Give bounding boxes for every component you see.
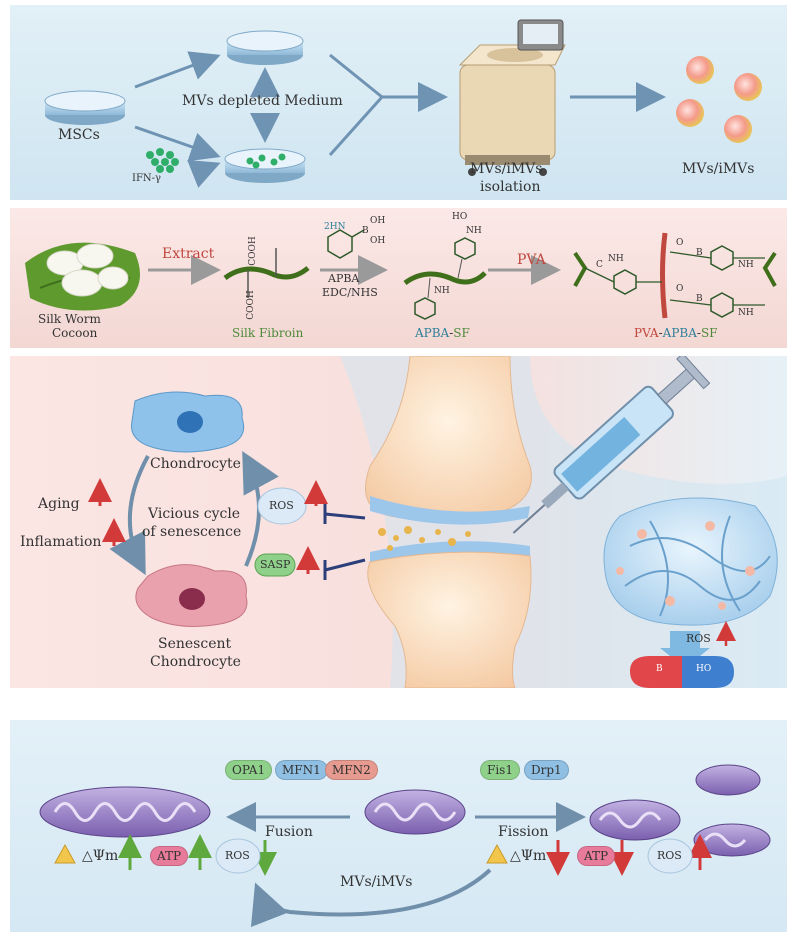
reagent-edc-label: EDC/NHS bbox=[322, 286, 378, 299]
o-label-product-1: O bbox=[676, 238, 684, 248]
h2n-label: 2HN bbox=[324, 222, 346, 232]
fragmented-mitochondria-icon bbox=[589, 764, 771, 857]
ros-bubble-icon bbox=[257, 487, 307, 525]
boron-label-apba: B bbox=[362, 226, 369, 236]
atp-badge-right: ATP bbox=[577, 846, 616, 866]
panel-joint-senescence: Chondrocyte Senescent Chondrocyte Viciou… bbox=[10, 356, 787, 688]
c-label-left: C bbox=[596, 260, 603, 270]
nh-label-product-right-bottom: NH bbox=[738, 308, 754, 318]
panel3-graphics bbox=[88, 356, 787, 688]
oh-label-apba-1: OH bbox=[370, 216, 386, 226]
inhibition-lines bbox=[323, 504, 366, 580]
ifn-gamma-icon bbox=[146, 148, 179, 173]
atp-badge-left: ATP bbox=[150, 846, 189, 866]
panel-mv-isolation: MSCs IFN-γ MVs depleted Medium MVs/iMVs … bbox=[10, 5, 787, 200]
senescent-chondrocyte-icon bbox=[135, 564, 248, 627]
panel2-graphics bbox=[25, 229, 777, 320]
isolation-label-line1: MVs/iMVs bbox=[470, 161, 543, 177]
msc-dish-icon bbox=[44, 90, 126, 125]
fusion-label: Fusion bbox=[265, 824, 313, 840]
pva-apba-sf-label: PVA-APBA-SF bbox=[634, 326, 718, 340]
ifn-dish-icon bbox=[224, 148, 306, 183]
fission-protein-pill: Fis1 bbox=[480, 760, 520, 780]
hydrogel-ros-label: ROS bbox=[686, 632, 711, 645]
silk-fibroin-label: Silk Fibroin bbox=[232, 326, 304, 340]
silk-cocoon-icon bbox=[25, 242, 140, 311]
mitochondrion-icon bbox=[364, 789, 466, 835]
boron-label-product-top: B bbox=[696, 248, 703, 258]
fused-mitochondrion-icon bbox=[39, 786, 211, 838]
panel1-graphics bbox=[44, 19, 762, 188]
o-label-product-2: O bbox=[676, 284, 684, 294]
treatment-label: MVs/iMVs bbox=[340, 874, 413, 890]
ho-label-sf: HO bbox=[452, 212, 468, 222]
ho-label-pill: HO bbox=[696, 664, 712, 674]
delta-psi-label-left: △Ψm bbox=[82, 848, 119, 864]
medium-dish-icon bbox=[226, 30, 304, 65]
cocoon-label-line1: Silk Worm bbox=[38, 312, 101, 326]
cycle-label-line2: of senescence bbox=[142, 524, 242, 540]
pva-apba-sf-structure-icon bbox=[573, 232, 777, 319]
delta-psi-label-right: △Ψm bbox=[510, 848, 547, 864]
fusion-protein-pill: MFN1 bbox=[275, 760, 328, 780]
apba-sf-label: APBA-SF bbox=[415, 326, 470, 340]
senescent-label-line1: Senescent bbox=[158, 636, 232, 652]
knee-joint-icon bbox=[365, 356, 532, 688]
panel1-arrows bbox=[134, 51, 666, 188]
silk-fibroin-structure-icon bbox=[223, 248, 310, 298]
fission-protein-pill: Drp1 bbox=[524, 760, 569, 780]
cooh-label-bottom: COOH bbox=[245, 290, 256, 320]
senescent-label-line2: Chondrocyte bbox=[150, 654, 241, 670]
msc-label: MSCs bbox=[58, 127, 100, 143]
oh-label-apba-2: OH bbox=[370, 236, 386, 246]
panel-mitochondria: OPA1 MFN1 MFN2 Fis1 Drp1 Fusion Fission … bbox=[10, 720, 787, 932]
fusion-protein-pill: OPA1 bbox=[225, 760, 273, 780]
centrifuge-icon bbox=[458, 19, 566, 176]
nh-label-product-right-top: NH bbox=[738, 260, 754, 270]
sasp-badge-icon bbox=[254, 553, 296, 577]
cocoon-label-line2: Cocoon bbox=[52, 326, 98, 340]
boron-label-pill: B bbox=[656, 664, 663, 674]
nh-label-sf-top: NH bbox=[466, 226, 482, 236]
inflammation-label: Inflamation bbox=[20, 534, 102, 550]
cycle-label-line1: Vicious cycle bbox=[148, 506, 241, 522]
aging-label: Aging bbox=[38, 496, 80, 512]
cooh-label-top: COOH bbox=[247, 236, 258, 266]
hydrogel-network-icon bbox=[603, 497, 778, 626]
panel4-graphics bbox=[39, 764, 771, 928]
pva-arrow-label: PVA bbox=[517, 252, 546, 268]
apba-sf-structure-icon bbox=[403, 237, 487, 320]
medium-label: MVs depleted Medium bbox=[182, 93, 343, 109]
mv-particles-icon bbox=[676, 56, 762, 143]
product-label: MVs/iMVs bbox=[682, 161, 755, 177]
ros-label-right: ROS bbox=[657, 849, 682, 862]
boronate-ester-icon bbox=[630, 656, 734, 688]
ros-label-left: ROS bbox=[225, 849, 250, 862]
isolation-label-line2: isolation bbox=[480, 179, 541, 195]
sasp-label: SASP bbox=[260, 558, 291, 571]
panel-hydrogel-synthesis: COOH COOH 2HN B OH OH APBA EDC/NHS NH NH… bbox=[10, 208, 787, 348]
reagent-apba-label: APBA bbox=[328, 272, 360, 285]
boron-label-product-bottom: B bbox=[696, 294, 703, 304]
syringe-icon bbox=[512, 356, 711, 534]
nh-label-sf-bottom: NH bbox=[434, 286, 450, 296]
ros-label: ROS bbox=[269, 499, 294, 512]
extract-label: Extract bbox=[162, 246, 215, 262]
ifn-label: IFN-γ bbox=[132, 173, 161, 184]
apba-molecule-icon bbox=[327, 229, 365, 259]
nh-label-product-left: NH bbox=[608, 254, 624, 264]
fusion-protein-pill: MFN2 bbox=[325, 760, 378, 780]
fission-label: Fission bbox=[498, 824, 549, 840]
chondrocyte-label: Chondrocyte bbox=[150, 456, 241, 472]
chondrocyte-cell-icon bbox=[130, 391, 245, 453]
